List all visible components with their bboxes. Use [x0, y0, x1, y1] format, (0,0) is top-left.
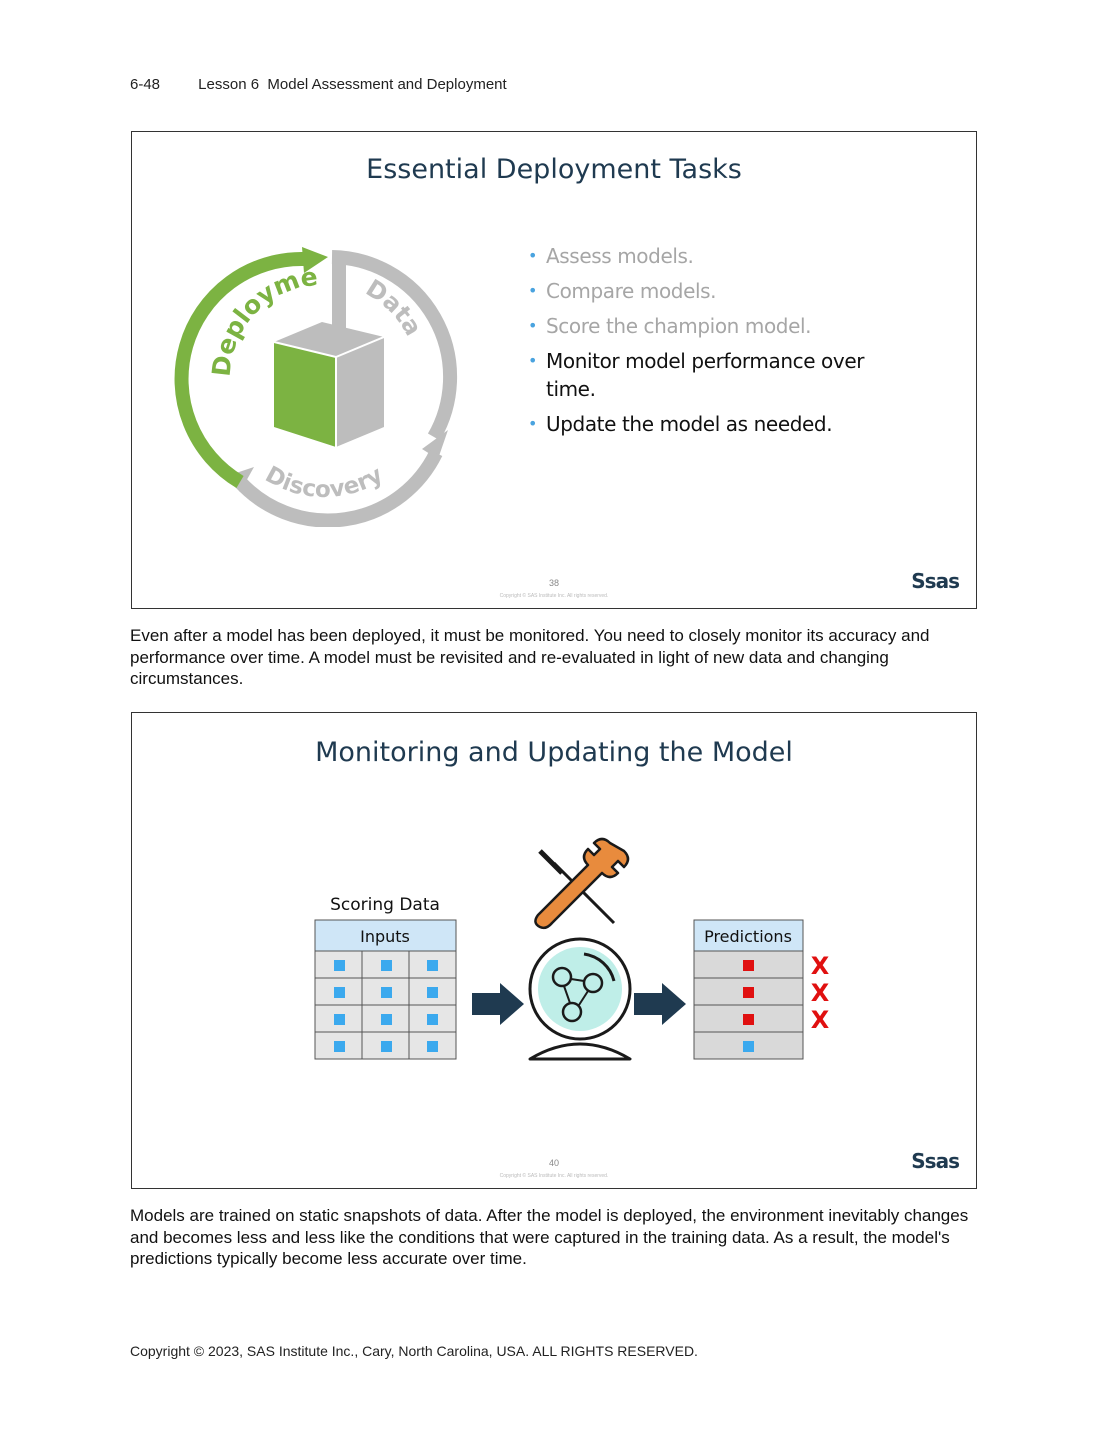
- inputs-table: Inputs: [314, 919, 457, 1060]
- page-number: 6-48: [130, 76, 161, 93]
- data-arrowhead: [422, 430, 448, 459]
- wrong-prediction-mark: X: [811, 952, 830, 980]
- task-item-score: •Score the champion model.: [528, 314, 812, 338]
- slide-copyright: Copyright © SAS Institute Inc. All right…: [499, 1173, 609, 1179]
- deployment-arrowhead: [302, 247, 328, 273]
- paragraph-models-trained: Models are trained on static snapshots o…: [130, 1206, 969, 1268]
- sas-logo: Ssas: [911, 569, 960, 593]
- discovery-arc: [234, 449, 443, 527]
- task-item-update: •Update the model as needed.: [528, 412, 833, 436]
- arrow-right-icon: [472, 983, 524, 1025]
- wrong-prediction-mark: X: [811, 1006, 830, 1034]
- connector-bar: [332, 257, 346, 337]
- scoring-data-label: Scoring Data: [330, 895, 440, 915]
- task-item-monitor: •Monitor model performance over time.: [528, 349, 865, 401]
- cube-front: [274, 342, 336, 447]
- tools-icon: [534, 837, 630, 930]
- predictions-table: Predictions: [693, 919, 804, 1060]
- task-list: •Assess models. •Compare models. •Score …: [528, 242, 878, 445]
- page-footer-copyright: Copyright © 2023, SAS Institute Inc., Ca…: [130, 1343, 698, 1359]
- slide-number: 40: [548, 1158, 559, 1168]
- lesson-title: Lesson 6 Model Assessment and Deployment: [198, 76, 507, 93]
- arrow-right-icon: [634, 983, 686, 1025]
- predictions-header: Predictions: [704, 927, 792, 946]
- discovery-label: Discovery: [261, 462, 387, 503]
- cube-side: [336, 337, 384, 447]
- wrong-prediction-mark: X: [811, 979, 830, 1007]
- slide-essential-deployment: Essential Deployment Tasks Deployment Da…: [131, 131, 977, 609]
- slide-title: Essential Deployment Tasks: [366, 154, 742, 185]
- slide-copyright: Copyright © SAS Institute Inc. All right…: [499, 593, 609, 599]
- page-header: 6-48 Lesson 6 Model Assessment and Deplo…: [130, 76, 507, 93]
- slide-title: Monitoring and Updating the Model: [315, 737, 793, 768]
- task-item-compare: •Compare models.: [528, 279, 717, 303]
- model-icon: [528, 937, 632, 1061]
- data-arc: [331, 250, 458, 441]
- paragraph-monitoring: Even after a model has been deployed, it…: [130, 626, 930, 688]
- sas-logo: Ssas: [911, 1149, 960, 1173]
- deployment-arc: [174, 251, 305, 489]
- slide-monitoring-updating: Monitoring and Updating the Model Scorin…: [131, 712, 977, 1189]
- lifecycle-diagram: Deployment Data Discovery: [172, 227, 458, 527]
- slide-number: 38: [548, 578, 559, 588]
- monitoring-diagram: Scoring Data Inputs: [314, 837, 830, 1061]
- task-item-assess: •Assess models.: [528, 244, 694, 268]
- inputs-header: Inputs: [360, 927, 410, 946]
